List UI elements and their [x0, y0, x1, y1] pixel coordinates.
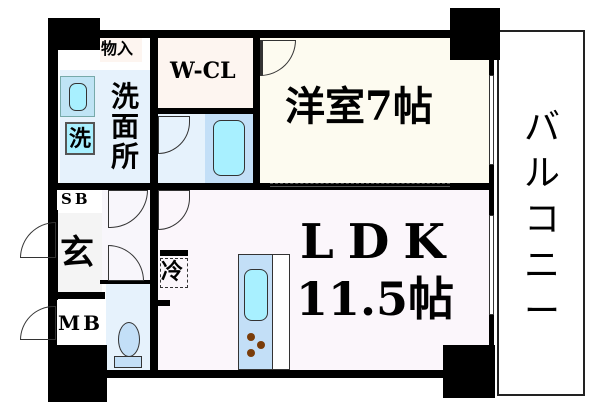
kitchen-counter	[238, 254, 290, 370]
western-room-label: 洋室7帖	[285, 83, 433, 130]
wall	[489, 60, 494, 350]
fridge-label: 冷	[161, 259, 184, 285]
balcony-char: ー	[523, 291, 560, 332]
walk-in-closet	[158, 38, 253, 111]
wall	[450, 8, 500, 60]
wall	[48, 345, 107, 402]
window	[489, 75, 494, 165]
washroom-char: 所	[111, 140, 140, 173]
walk-in-closet-label: W-CL	[170, 58, 236, 84]
fridge-space	[160, 258, 188, 288]
washroom-label: 洗 面 所	[111, 82, 139, 172]
western-room	[260, 38, 492, 185]
washer: 洗	[65, 122, 95, 155]
wall	[150, 300, 170, 306]
storage	[100, 38, 142, 62]
wall	[100, 280, 152, 284]
wall	[155, 108, 255, 114]
window	[489, 215, 494, 315]
ldk-label: LDK	[300, 214, 460, 270]
entrance	[57, 213, 102, 293]
balcony-char: バ	[523, 107, 560, 148]
wall	[57, 292, 105, 299]
shoe-box	[57, 190, 100, 210]
ldk	[155, 190, 492, 370]
balcony-char: ニ	[523, 245, 560, 286]
stove-burner	[257, 341, 265, 349]
washer-label: 洗	[69, 126, 92, 152]
toilet-bowl	[118, 322, 140, 357]
wall	[100, 30, 455, 38]
entrance-door[interactable]	[20, 222, 56, 258]
sink	[244, 269, 268, 321]
balcony	[497, 30, 585, 396]
wall	[100, 370, 450, 378]
shoe-box-label: SB	[61, 190, 91, 208]
bathtub	[205, 114, 253, 183]
door[interactable]	[20, 306, 56, 340]
balcony-label: バ ル コ ニ ー	[522, 105, 562, 335]
sliding-door[interactable]	[270, 183, 450, 187]
wall	[253, 38, 260, 190]
stove-burner	[247, 333, 255, 341]
storage-label: 物入	[101, 39, 134, 58]
balcony-char: コ	[523, 199, 560, 240]
meter-box	[57, 300, 102, 345]
wall	[48, 18, 58, 402]
wall	[160, 250, 188, 256]
washroom-char: 洗	[111, 80, 140, 113]
toilet-tank	[114, 356, 142, 368]
wall	[443, 345, 495, 398]
stove-burner	[247, 349, 255, 357]
wall	[150, 38, 158, 373]
balcony-char: ル	[523, 153, 560, 194]
meter-box-label: MB	[58, 311, 104, 335]
washbasin	[60, 76, 95, 117]
washroom-char: 面	[111, 110, 140, 143]
ldk-size-label: 11.5帖	[296, 272, 455, 326]
entrance-label: 玄	[60, 233, 94, 273]
